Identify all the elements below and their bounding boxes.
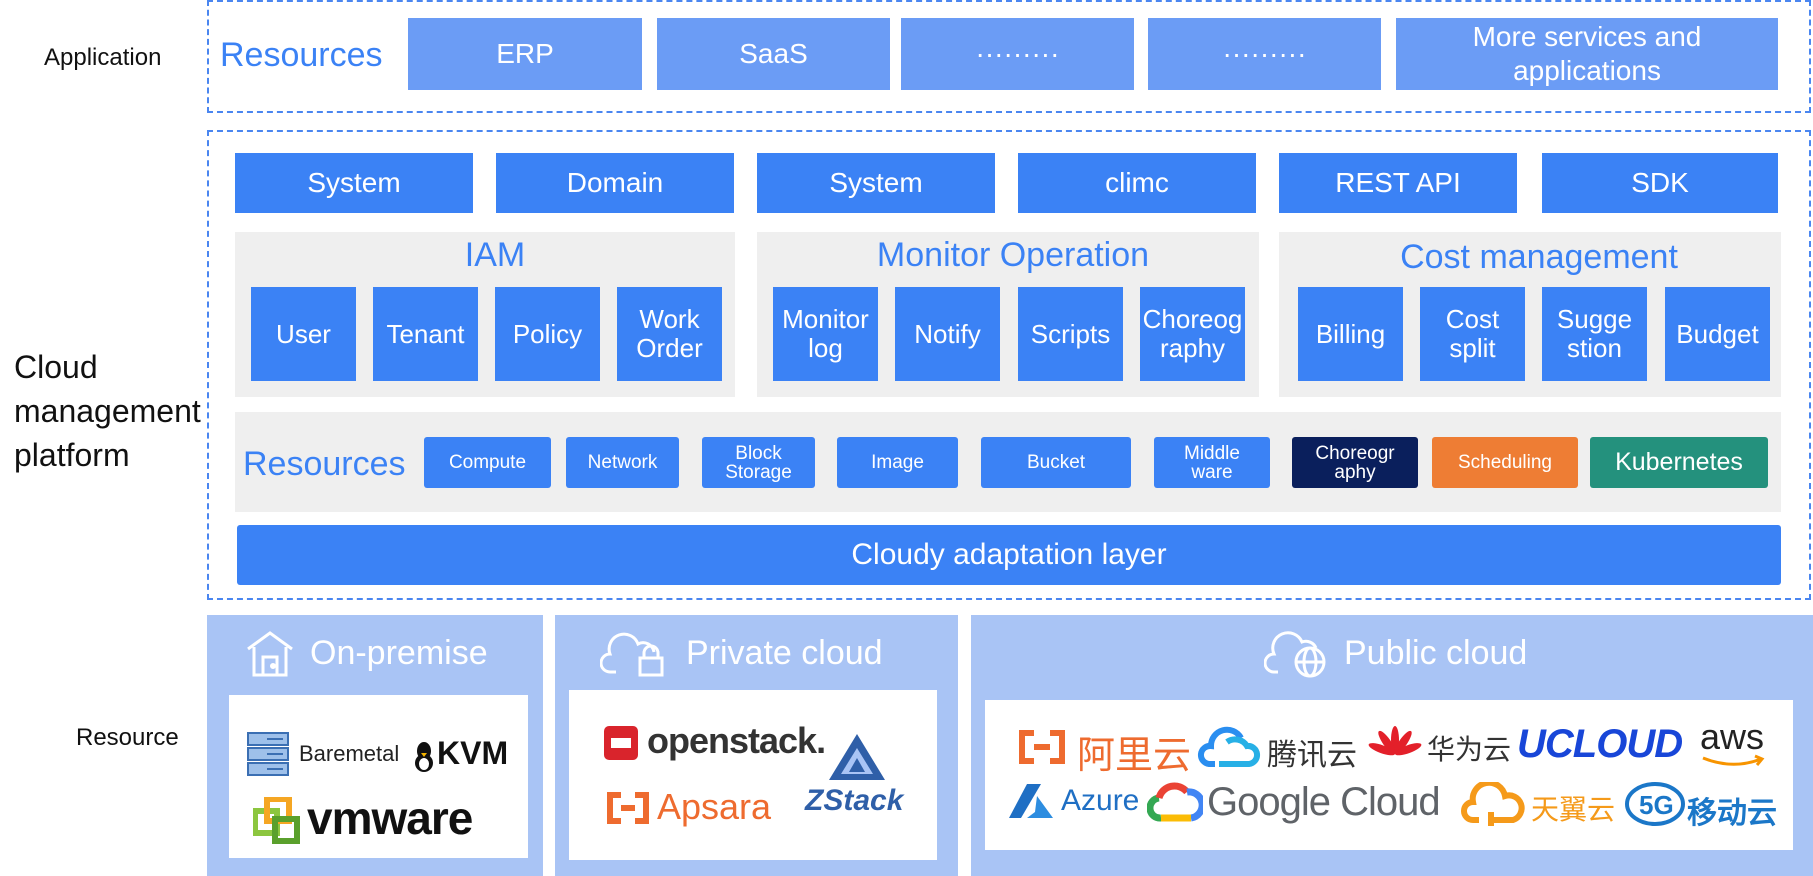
- yidong-5g-icon: 5G: [1625, 780, 1685, 828]
- aws-logo: aws: [1700, 716, 1765, 757]
- cloud-platform-label-line3: platform: [14, 437, 130, 473]
- cost-split[interactable]: Cost split: [1420, 287, 1525, 381]
- app-ellipsis-1[interactable]: ·········: [901, 18, 1134, 90]
- cloud-globe-icon: [1263, 628, 1328, 678]
- azure-logo: Azure: [1061, 784, 1140, 817]
- zstack-icon: [827, 732, 887, 782]
- adaptation-layer: Cloudy adaptation layer: [237, 525, 1781, 585]
- application-layer: [207, 0, 1811, 113]
- private-cloud-logos: openstack. Apsara ZStack: [569, 690, 937, 860]
- res-block-storage[interactable]: Block Storage: [702, 437, 815, 488]
- iam-user[interactable]: User: [251, 287, 356, 381]
- resources-title: Resources: [243, 445, 406, 483]
- cost-title: Cost management: [1400, 238, 1678, 276]
- tencent-icon: [1197, 724, 1261, 770]
- app-saas[interactable]: SaaS: [657, 18, 890, 90]
- ucloud-logo: UCLOUD: [1517, 722, 1683, 766]
- res-scheduling[interactable]: Scheduling: [1432, 437, 1578, 488]
- svg-text:5G: 5G: [1639, 790, 1674, 820]
- server-icon: [247, 731, 289, 777]
- res-image[interactable]: Image: [837, 437, 958, 488]
- google-cloud-logo: Google Cloud: [1207, 780, 1441, 824]
- res-bucket[interactable]: Bucket: [981, 437, 1131, 488]
- kvm-penguin-icon: [411, 739, 437, 773]
- tianyi-icon: [1461, 779, 1525, 826]
- cloud-platform-label: Cloud management platform: [14, 345, 201, 477]
- monitor-notify[interactable]: Notify: [895, 287, 1000, 381]
- public-cloud-title: Public cloud: [1344, 634, 1528, 672]
- cloud-platform-layer: [207, 130, 1811, 600]
- res-kubernetes[interactable]: Kubernetes: [1590, 437, 1768, 488]
- aws-smile-icon: [1699, 754, 1769, 770]
- top-btn-domain[interactable]: Domain: [496, 153, 734, 213]
- iam-policy[interactable]: Policy: [495, 287, 600, 381]
- top-btn-climc[interactable]: climc: [1018, 153, 1256, 213]
- cost-budget[interactable]: Budget: [1665, 287, 1770, 381]
- private-cloud-title: Private cloud: [686, 634, 883, 672]
- iam-work-order[interactable]: Work Order: [617, 287, 722, 381]
- house-icon: [244, 627, 296, 679]
- apsara-logo: Apsara: [657, 786, 772, 827]
- iam-title: IAM: [464, 236, 526, 274]
- tianyi-logo: 天翼云: [1531, 794, 1616, 825]
- top-btn-system-2[interactable]: System: [757, 153, 995, 213]
- aliyun-logo: 阿里云: [1077, 735, 1192, 777]
- res-network[interactable]: Network: [566, 437, 679, 488]
- public-cloud-logos: 阿里云 腾讯云 华为云 UCLOUD aws Azure: [985, 700, 1793, 850]
- monitor-title: Monitor Operation: [876, 236, 1150, 274]
- cloud-platform-label-line2: management: [14, 393, 201, 429]
- iam-tenant[interactable]: Tenant: [373, 287, 478, 381]
- cloud-platform-label-line1: Cloud: [14, 349, 98, 385]
- top-btn-sdk[interactable]: SDK: [1542, 153, 1778, 213]
- vmware-logo: vmware: [307, 792, 473, 844]
- res-middleware[interactable]: Middle ware: [1154, 437, 1270, 488]
- google-cloud-icon: [1146, 782, 1206, 824]
- cost-billing[interactable]: Billing: [1298, 287, 1403, 381]
- baremetal-logo: Baremetal: [299, 741, 400, 766]
- app-more-services[interactable]: More services and applications: [1396, 18, 1778, 90]
- zstack-logo: ZStack: [805, 784, 904, 817]
- application-label: Application: [44, 44, 162, 71]
- res-choreography[interactable]: Choreogr aphy: [1292, 437, 1418, 488]
- kvm-logo: KVM: [437, 735, 509, 771]
- application-resources-title: Resources: [220, 36, 383, 74]
- monitor-choreography[interactable]: Choreog raphy: [1140, 287, 1245, 381]
- apsara-icon: [603, 792, 653, 824]
- res-compute[interactable]: Compute: [424, 437, 551, 488]
- app-ellipsis-2[interactable]: ·········: [1148, 18, 1381, 90]
- cloud-lock-icon: [599, 628, 666, 678]
- azure-icon: [1007, 782, 1055, 822]
- cost-suggestion[interactable]: Sugge stion: [1542, 287, 1647, 381]
- top-btn-system-1[interactable]: System: [235, 153, 473, 213]
- openstack-icon: [603, 725, 639, 761]
- aliyun-icon: [1015, 730, 1069, 764]
- app-erp[interactable]: ERP: [408, 18, 642, 90]
- tencent-logo: 腾讯云: [1267, 739, 1357, 772]
- on-premise-logos: Baremetal KVM vmware: [229, 695, 528, 858]
- vmware-icon: [252, 796, 301, 845]
- monitor-log[interactable]: Monitor log: [773, 287, 878, 381]
- resource-label: Resource: [76, 724, 179, 751]
- on-premise-title: On-premise: [310, 634, 488, 672]
- openstack-logo: openstack.: [647, 720, 826, 761]
- monitor-scripts[interactable]: Scripts: [1018, 287, 1123, 381]
- huawei-icon: [1367, 724, 1423, 768]
- yidong-logo: 移动云: [1687, 797, 1777, 830]
- top-btn-rest-api[interactable]: REST API: [1279, 153, 1517, 213]
- huawei-logo: 华为云: [1427, 734, 1512, 765]
